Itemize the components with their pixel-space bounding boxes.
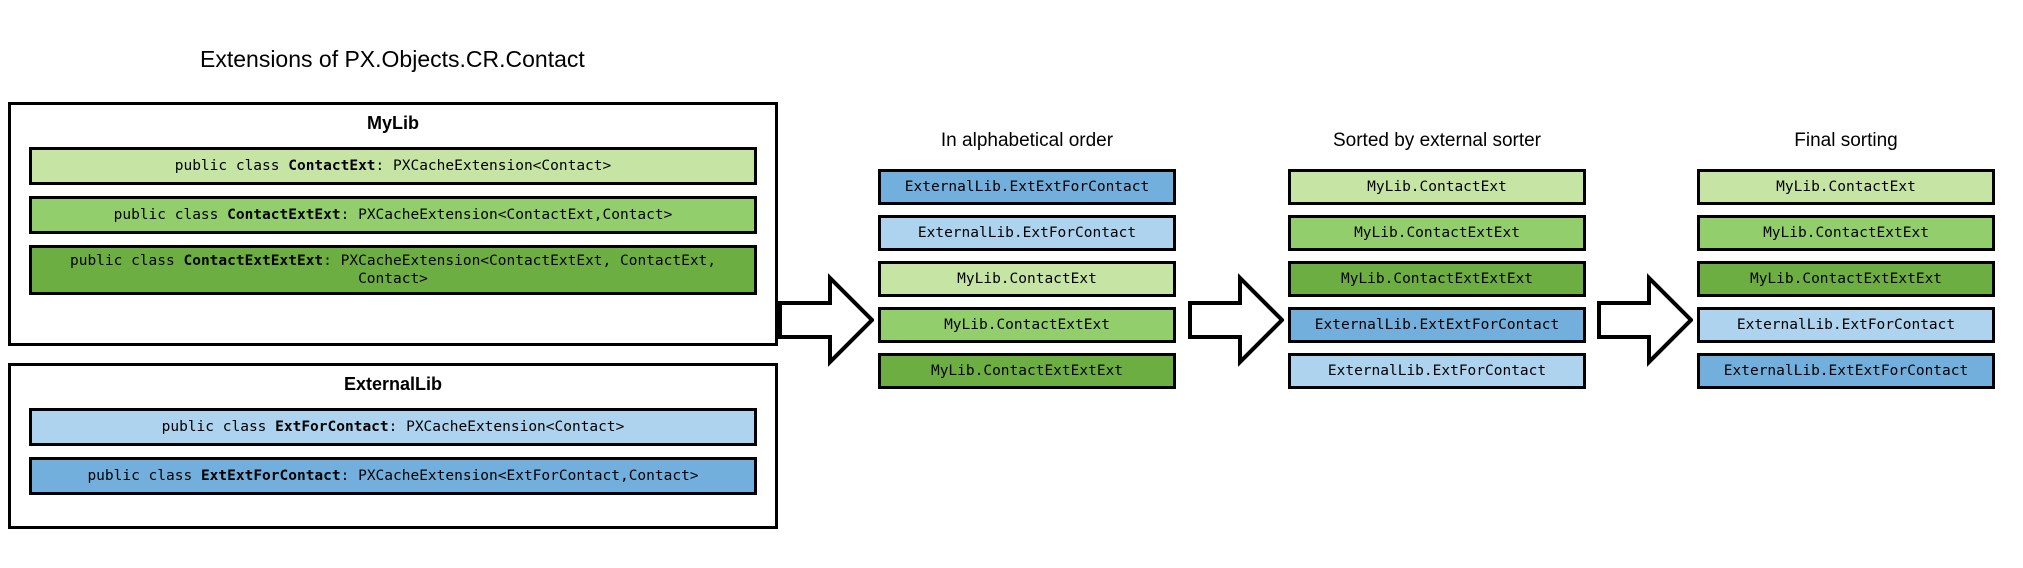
column-heading: Final sorting bbox=[1794, 130, 1898, 151]
class-declaration-prefix: public class bbox=[113, 207, 228, 223]
list-item[interactable]: MyLib.ContactExtExtExt bbox=[878, 353, 1176, 389]
class-declaration-text: public class ExtExtForContact: PXCacheEx… bbox=[87, 467, 698, 485]
class-name: ExtExtForContact bbox=[200, 468, 341, 484]
class-declaration-text: public class ContactExt: PXCacheExtensio… bbox=[175, 157, 612, 175]
arrow-right-icon bbox=[778, 273, 874, 367]
page-title: Extensions of PX.Objects.CR.Contact bbox=[200, 46, 585, 72]
library-panel-externallib: ExternalLib public class ExtForContact: … bbox=[8, 363, 778, 529]
list-item[interactable]: ExternalLib.ExtForContact bbox=[1288, 353, 1586, 389]
class-name: ContactExtExt bbox=[227, 207, 341, 223]
class-name: ContactExt bbox=[288, 158, 376, 174]
class-declaration-text: public class ExtForContact: PXCacheExten… bbox=[162, 418, 625, 436]
list-item[interactable]: MyLib.ContactExtExt bbox=[1697, 215, 1995, 251]
class-declaration-suffix: : PXCacheExtension<Contact> bbox=[388, 419, 625, 435]
class-row[interactable]: public class ExtForContact: PXCacheExten… bbox=[29, 408, 757, 446]
sort-column-final-sorting: Final sorting MyLib.ContactExt MyLib.Con… bbox=[1697, 130, 1995, 399]
class-row[interactable]: public class ExtExtForContact: PXCacheEx… bbox=[29, 457, 757, 495]
class-declaration-prefix: public class bbox=[174, 158, 289, 174]
list-item[interactable]: ExternalLib.ExtExtForContact bbox=[1288, 307, 1586, 343]
class-declaration-text: public class ContactExtExt: PXCacheExten… bbox=[114, 206, 673, 224]
list-item[interactable]: ExternalLib.ExtForContact bbox=[1697, 307, 1995, 343]
list-item[interactable]: MyLib.ContactExtExt bbox=[878, 307, 1176, 343]
list-item[interactable]: MyLib.ContactExtExtExt bbox=[1288, 261, 1586, 297]
class-row[interactable]: public class ContactExt: PXCacheExtensio… bbox=[29, 147, 757, 185]
list-item[interactable]: ExternalLib.ExtExtForContact bbox=[1697, 353, 1995, 389]
class-declaration-suffix: : PXCacheExtension<ContactExt,Contact> bbox=[340, 207, 673, 223]
list-item[interactable]: MyLib.ContactExt bbox=[1288, 169, 1586, 205]
sort-column-external-sorter: Sorted by external sorter MyLib.ContactE… bbox=[1288, 130, 1586, 399]
class-name: ContactExtExtExt bbox=[183, 253, 324, 269]
column-heading: Sorted by external sorter bbox=[1332, 130, 1542, 151]
class-declaration-prefix: public class bbox=[69, 253, 184, 269]
class-row-list: public class ExtForContact: PXCacheExten… bbox=[29, 408, 757, 506]
arrow-right-icon bbox=[1597, 273, 1693, 367]
class-declaration-suffix: : PXCacheExtension<ExtForContact,Contact… bbox=[340, 468, 699, 484]
library-panel-title: MyLib bbox=[367, 113, 419, 133]
class-row[interactable]: public class ContactExtExtExt: PXCacheEx… bbox=[29, 245, 757, 295]
list-item[interactable]: ExternalLib.ExtForContact bbox=[878, 215, 1176, 251]
class-row-list: public class ContactExt: PXCacheExtensio… bbox=[29, 147, 757, 306]
class-declaration-suffix: : PXCacheExtension<ContactExtExt, Contac… bbox=[323, 253, 717, 287]
arrow-right-icon bbox=[1188, 273, 1284, 367]
library-panel-mylib: MyLib public class ContactExt: PXCacheEx… bbox=[8, 102, 778, 346]
list-item[interactable]: MyLib.ContactExtExt bbox=[1288, 215, 1586, 251]
list-item[interactable]: MyLib.ContactExtExtExt bbox=[1697, 261, 1995, 297]
list-item[interactable]: MyLib.ContactExt bbox=[878, 261, 1176, 297]
class-declaration-prefix: public class bbox=[87, 468, 201, 484]
list-item[interactable]: MyLib.ContactExt bbox=[1697, 169, 1995, 205]
library-panel-title: ExternalLib bbox=[343, 374, 443, 394]
class-declaration-text: public class ContactExtExtExt: PXCacheEx… bbox=[38, 252, 748, 288]
list-item[interactable]: ExternalLib.ExtExtForContact bbox=[878, 169, 1176, 205]
column-heading: In alphabetical order bbox=[940, 130, 1114, 151]
sort-column-alphabetical: In alphabetical order ExternalLib.ExtExt… bbox=[878, 130, 1176, 399]
class-row[interactable]: public class ContactExtExt: PXCacheExten… bbox=[29, 196, 757, 234]
class-declaration-prefix: public class bbox=[161, 419, 276, 435]
class-name: ExtForContact bbox=[275, 419, 389, 435]
class-declaration-suffix: : PXCacheExtension<Contact> bbox=[375, 158, 612, 174]
